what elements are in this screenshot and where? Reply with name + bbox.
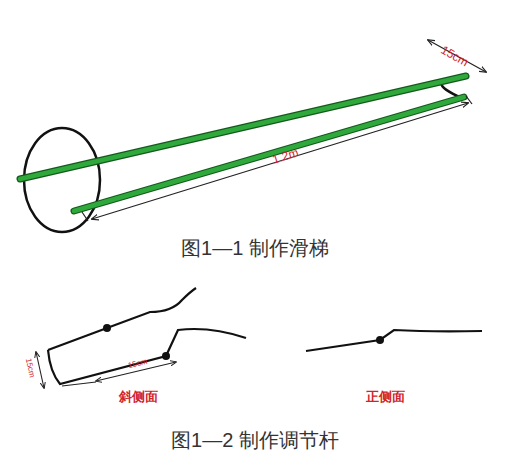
view-label: 斜侧面 (119, 390, 158, 403)
dimension-label: 15cm (128, 358, 149, 370)
dimension-line (428, 40, 486, 72)
dimension-label: 15cm (439, 43, 470, 68)
dimension-line (82, 96, 472, 221)
adjust-rod-front (306, 330, 482, 351)
adjust-rod-slanted (48, 288, 246, 384)
green-rods (20, 76, 466, 211)
dimension-label: 15cm (24, 358, 36, 379)
figure-caption: 图1—2 制作调节杆 (171, 430, 339, 450)
view-label: 正侧面 (366, 390, 405, 403)
wire-ring (24, 128, 100, 232)
dimension-line (36, 352, 176, 388)
figure-caption: 图1—1 制作滑梯 (181, 238, 329, 258)
